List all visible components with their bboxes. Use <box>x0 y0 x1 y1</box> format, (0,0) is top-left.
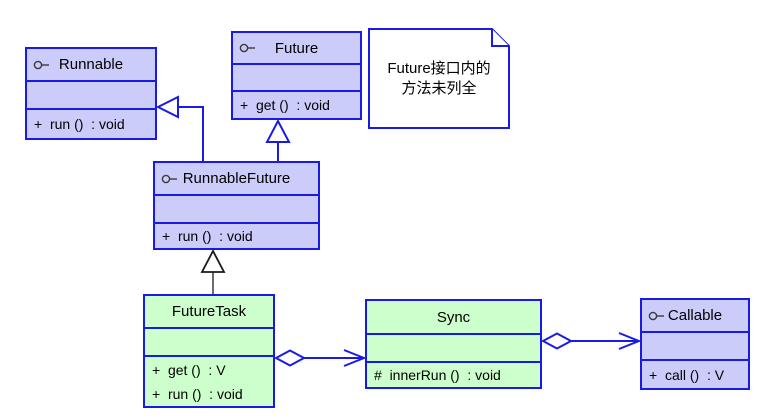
hollow-triangle-arrowhead <box>200 249 226 273</box>
method-line: # innerRun () : void <box>374 367 501 383</box>
open-arrowhead-icon <box>343 349 367 367</box>
generalization-futuretask-to-runnablefuture[interactable] <box>200 249 226 294</box>
class-name: Callable <box>667 307 723 324</box>
note-text-line: Future接口内的 <box>387 59 491 77</box>
attributes-compartment <box>145 327 273 355</box>
generalization-runnablefuture-to-future[interactable] <box>265 118 291 161</box>
class-box-runnablefuture[interactable]: RunnableFuture + run () : void <box>153 161 320 250</box>
methods-compartment: + call () : V <box>642 359 748 388</box>
note-fold-icon <box>491 29 509 47</box>
class-name: FutureTask <box>171 303 247 320</box>
method-line: + get () : V <box>152 361 226 378</box>
interface-lollipop-icon <box>648 311 664 320</box>
hollow-triangle-arrowhead <box>155 95 179 119</box>
attributes-compartment <box>27 80 155 108</box>
class-name: RunnableFuture <box>182 170 291 187</box>
class-name: Sync <box>436 308 471 326</box>
method-line: + run () : void <box>162 228 253 244</box>
interface-lollipop-icon <box>239 43 255 53</box>
method-line: + run () : void <box>152 385 243 402</box>
aggregation-futuretask-to-sync[interactable] <box>273 349 367 367</box>
attributes-compartment <box>155 194 318 222</box>
class-name-compartment: Sync <box>367 301 540 333</box>
methods-compartment: # innerRun () : void <box>367 361 540 387</box>
note-text-line: 方法未列全 <box>401 79 477 97</box>
class-box-runnable[interactable]: Runnable + run () : void <box>25 47 157 140</box>
method-line: + call () : V <box>649 366 725 383</box>
class-box-futuretask[interactable]: FutureTask + get () : V + run () : void <box>143 294 275 408</box>
class-box-callable[interactable]: Callable + call () : V <box>640 298 750 390</box>
class-name-compartment: FutureTask <box>145 296 273 327</box>
methods-compartment: + get () : V + run () : void <box>145 355 273 406</box>
class-box-sync[interactable]: Sync # innerRun () : void <box>365 299 542 389</box>
aggregation-diamond-icon <box>273 349 307 367</box>
open-arrowhead-icon <box>618 332 642 350</box>
class-name-compartment: Callable <box>642 300 748 331</box>
methods-compartment: + run () : void <box>155 222 318 248</box>
methods-compartment: + run () : void <box>27 108 155 138</box>
method-line: + run () : void <box>34 116 125 132</box>
interface-lollipop-icon <box>33 60 49 69</box>
attributes-compartment <box>233 63 360 90</box>
note-future-interface[interactable]: Future接口内的 方法未列全 <box>368 28 510 129</box>
attributes-compartment <box>367 333 540 361</box>
note-text: Future接口内的 方法未列全 <box>368 28 510 129</box>
aggregation-diamond-icon <box>540 332 574 350</box>
note-shape-icon <box>368 28 510 129</box>
hollow-triangle-arrowhead <box>265 118 291 143</box>
class-box-future[interactable]: Future + get () : void <box>231 31 362 120</box>
class-name-compartment: Runnable <box>27 49 155 80</box>
class-name-compartment: Future <box>233 33 360 63</box>
generalization-runnablefuture-to-runnable[interactable] <box>155 95 204 161</box>
method-line: + get () : void <box>240 97 330 113</box>
methods-compartment: + get () : void <box>233 90 360 118</box>
attributes-compartment <box>642 331 748 359</box>
class-name: Future <box>274 39 319 57</box>
class-name: Runnable <box>58 56 124 73</box>
interface-lollipop-icon <box>161 174 177 183</box>
aggregation-sync-to-callable[interactable] <box>540 332 642 350</box>
class-name-compartment: RunnableFuture <box>155 163 318 194</box>
